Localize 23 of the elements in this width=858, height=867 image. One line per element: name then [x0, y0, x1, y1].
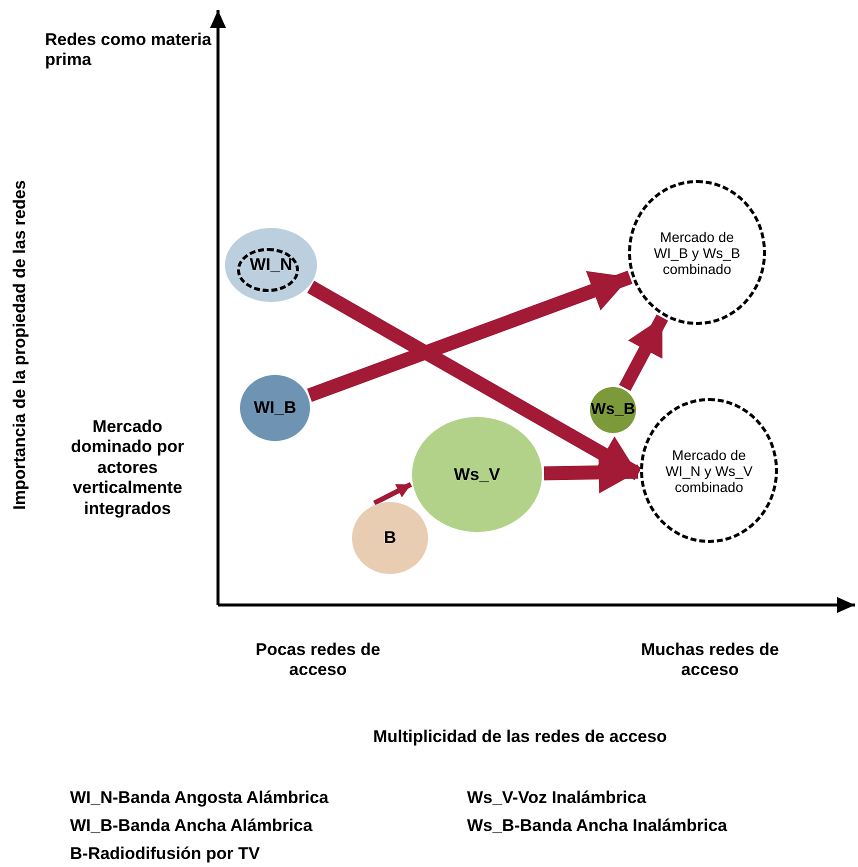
axis-title: Multiplicidad de las redes de acceso — [372, 727, 668, 748]
node-label: WI_B — [254, 398, 296, 418]
legend-text: WI_B-Banda Ancha Alámbrica — [70, 816, 312, 836]
arrow — [307, 280, 642, 480]
node-label: Mercado de WI_N y Ws_V combinado — [664, 446, 754, 494]
arrow — [373, 482, 412, 506]
axis-level-label: Mercado dominado por actores verticalmente integrados — [70, 417, 186, 519]
legend-text: B-Radiodifusión por TV — [70, 844, 260, 864]
legend-text: Ws_B-Banda Ancha Inalámbrica — [467, 816, 728, 836]
arrow — [619, 314, 668, 391]
category-circle — [590, 387, 636, 433]
arrow — [307, 270, 632, 402]
legend-text: WI_N-Banda Angosta Alámbrica — [70, 788, 329, 808]
axis-title: Importancia de la propiedad de las redes — [10, 180, 30, 510]
legend-text: Ws_V-Voz Inalámbrica — [467, 788, 646, 808]
node-label: Ws_V — [454, 464, 500, 484]
axis-end-label: Redes como materia prima — [45, 30, 212, 71]
node-label: Ws_B — [590, 401, 636, 419]
node-label: Mercado de WI_B y Ws_B combinado — [652, 228, 742, 276]
axis-end-label: Muchas redes de acceso — [640, 640, 780, 681]
node-label: B — [384, 528, 396, 548]
node-label: WI_N — [250, 255, 292, 275]
axis-end-label: Pocas redes de acceso — [254, 640, 382, 681]
